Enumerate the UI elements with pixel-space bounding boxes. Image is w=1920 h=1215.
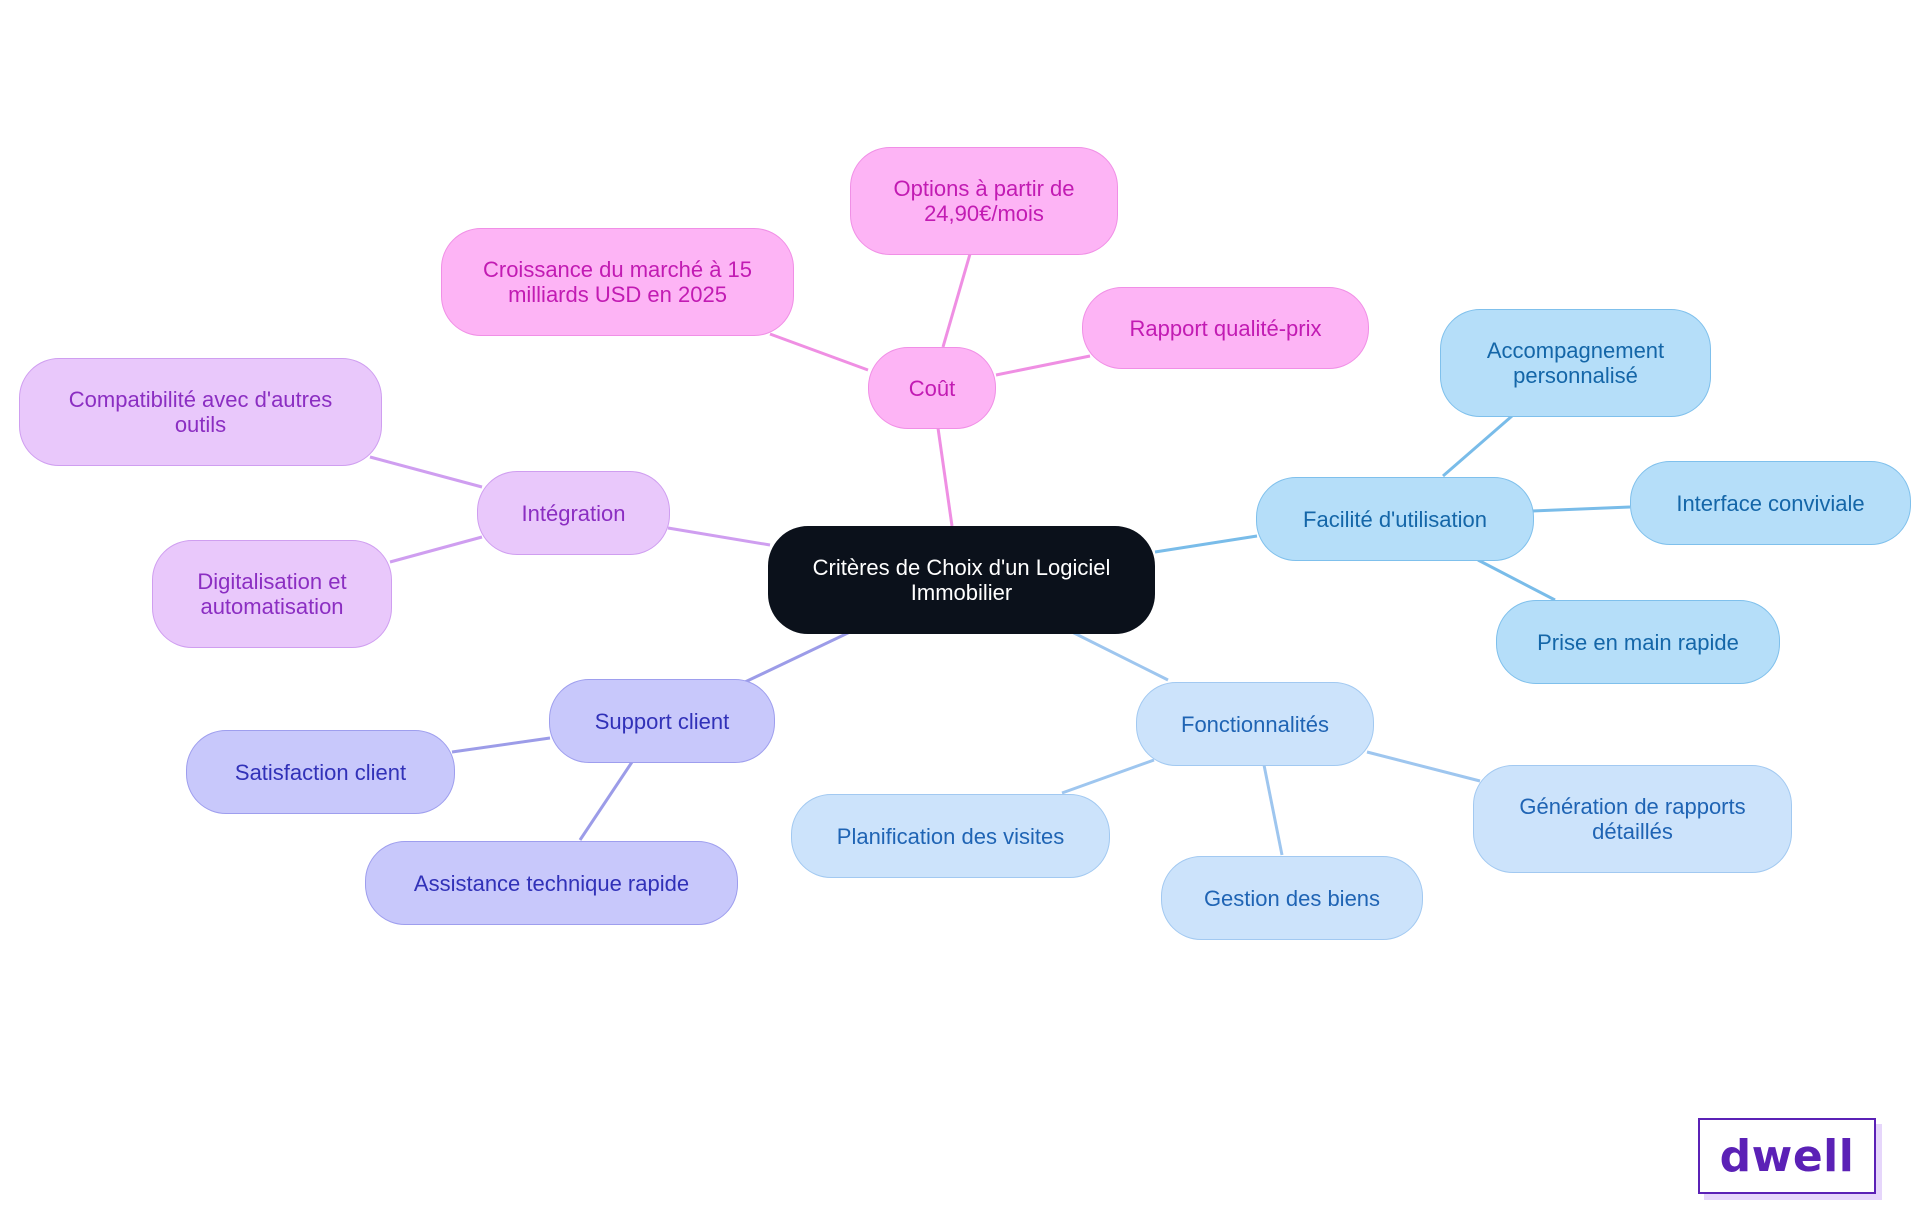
branch-support: Support client [549,679,775,763]
leaf-label: Gestion des biens [1203,885,1381,911]
branch-integration: Intégration [477,471,670,555]
edge-support-assistance [578,761,634,841]
edge-facilite-accompagnement [1442,414,1513,478]
branch-cout: Coût [868,347,996,429]
edge-facilite-interface [1531,505,1631,513]
leaf-cout-croissance: Croissance du marché à 15 milliards USD … [441,228,794,336]
leaf-label: Accompagnement personnalisé [1486,338,1665,388]
leaf-label: Génération de rapports détaillés [1519,794,1746,844]
edge-fonct-gestion [1262,764,1284,856]
center-node: Critères de Choix d'un Logiciel Immobili… [768,526,1155,634]
edge-fonct-generation [1366,750,1481,783]
edge-center-support [744,630,851,684]
branch-cout-label: Coût [908,375,956,401]
branch-support-label: Support client [594,708,730,734]
edge-center-integration [667,526,771,547]
edge-integration-compat [369,455,483,489]
leaf-label: Interface conviviale [1676,490,1865,516]
dwell-logo: dwell [1698,1118,1876,1194]
leaf-label: Assistance technique rapide [413,870,690,896]
edge-cout-options [941,253,972,348]
leaf-fonct-generation: Génération de rapports détaillés [1473,765,1792,873]
branch-facilite: Facilité d'utilisation [1256,477,1534,561]
leaf-label: Digitalisation et automatisation [197,569,347,619]
edge-facilite-prise [1477,558,1556,602]
leaf-facilite-prise: Prise en main rapide [1496,600,1780,684]
branch-fonctionnalites-label: Fonctionnalités [1181,711,1329,737]
edge-center-cout [936,427,954,527]
leaf-fonct-gestion: Gestion des biens [1161,856,1423,940]
leaf-integration-digital: Digitalisation et automatisation [152,540,392,648]
edge-cout-rapport [995,354,1091,377]
logo-text: dwell [1719,1130,1855,1182]
edge-center-facilite [1154,534,1258,554]
leaf-label: Planification des visites [836,823,1065,849]
leaf-support-assistance: Assistance technique rapide [365,841,738,925]
leaf-label: Prise en main rapide [1537,629,1739,655]
leaf-label: Compatibilité avec d'autres outils [68,387,333,437]
leaf-integration-compat: Compatibilité avec d'autres outils [19,358,382,466]
edge-cout-croissance [769,332,869,372]
leaf-facilite-interface: Interface conviviale [1630,461,1911,545]
leaf-cout-options: Options à partir de 24,90€/mois [850,147,1118,255]
leaf-label: Rapport qualité-prix [1129,315,1322,341]
edge-support-satisfaction [451,736,551,754]
branch-fonctionnalites: Fonctionnalités [1136,682,1374,766]
edge-fonct-planification [1061,758,1155,795]
leaf-cout-rapport: Rapport qualité-prix [1082,287,1369,369]
leaf-label: Options à partir de 24,90€/mois [893,176,1075,226]
leaf-label: Satisfaction client [234,759,407,785]
branch-facilite-label: Facilité d'utilisation [1303,506,1487,532]
edge-integration-digital [389,535,483,564]
leaf-fonct-planification: Planification des visites [791,794,1110,878]
branch-integration-label: Intégration [521,500,626,526]
edge-center-fonctionnalites [1071,630,1169,682]
leaf-label: Croissance du marché à 15 milliards USD … [482,257,753,307]
center-node-label: Critères de Choix d'un Logiciel Immobili… [812,555,1111,605]
leaf-facilite-accompagnement: Accompagnement personnalisé [1440,309,1711,417]
leaf-support-satisfaction: Satisfaction client [186,730,455,814]
